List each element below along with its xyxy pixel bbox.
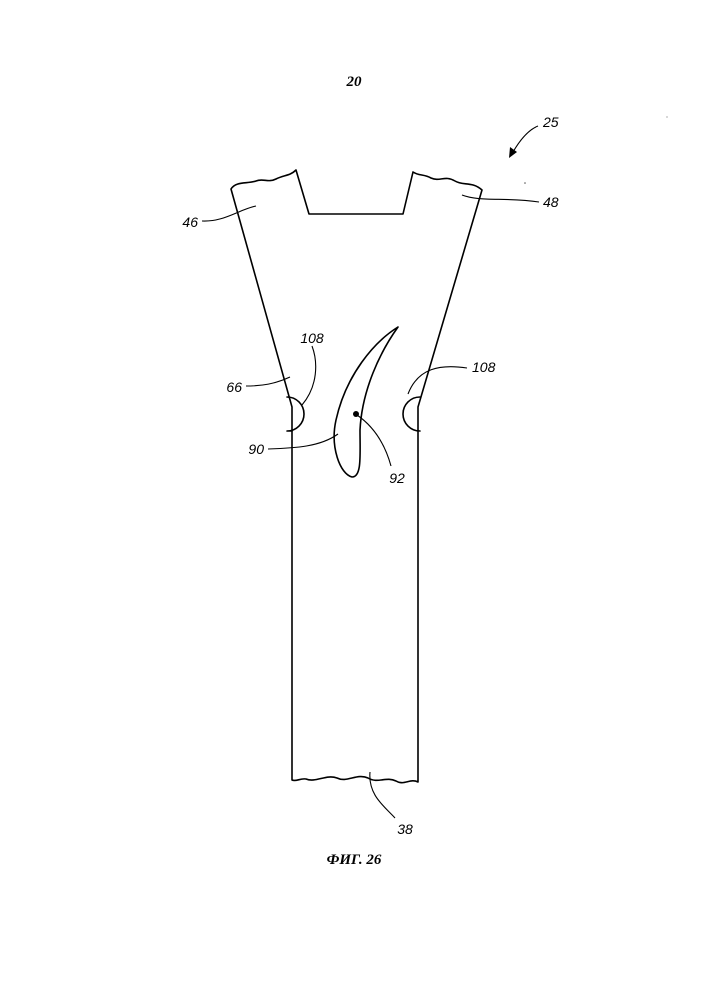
figure-caption: ФИГ. 26 bbox=[327, 852, 382, 868]
page-number: 20 bbox=[346, 74, 363, 90]
assembly-arrowhead bbox=[509, 147, 517, 158]
assembly-arrow-leader bbox=[513, 126, 538, 152]
leader-pivot bbox=[357, 415, 391, 466]
label-right-notch: 108 bbox=[472, 359, 496, 375]
curved-slot bbox=[334, 327, 398, 477]
label-pivot: 92 bbox=[389, 470, 405, 486]
leader-left-notch bbox=[302, 346, 316, 405]
speck bbox=[524, 182, 526, 184]
label-transition: 66 bbox=[226, 379, 242, 395]
label-left-wing: 46 bbox=[182, 214, 198, 230]
speck bbox=[666, 116, 667, 117]
label-assembly: 25 bbox=[542, 114, 559, 130]
leader-right-notch bbox=[408, 367, 467, 394]
leader-slot bbox=[268, 434, 338, 449]
leader-left-wing bbox=[202, 206, 256, 221]
label-slot: 90 bbox=[248, 441, 264, 457]
component-outline bbox=[231, 170, 482, 783]
label-left-notch: 108 bbox=[300, 330, 324, 346]
label-right-wing: 48 bbox=[543, 194, 559, 210]
leader-right-wing bbox=[462, 195, 539, 202]
label-shaft: 38 bbox=[397, 821, 413, 837]
left-notch bbox=[287, 397, 304, 431]
